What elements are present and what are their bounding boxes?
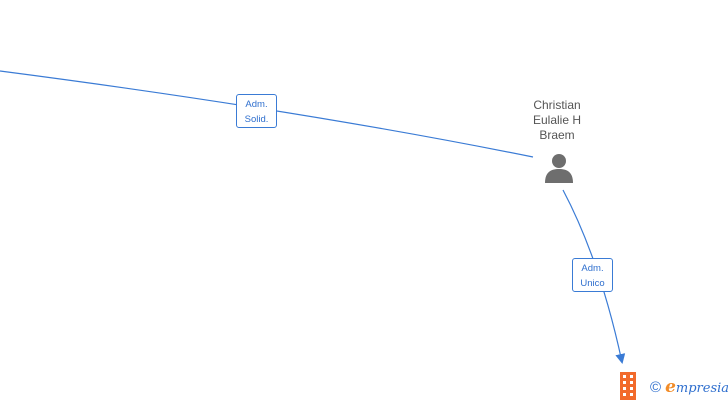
edge-label-line: Unico bbox=[580, 278, 605, 289]
edge-label-line: Adm. bbox=[581, 263, 604, 274]
edge-label-adm-unico[interactable]: Adm. Unico bbox=[572, 258, 613, 292]
person-icon[interactable] bbox=[542, 152, 576, 184]
building-icon[interactable] bbox=[618, 372, 638, 400]
edge-label-line: Solid. bbox=[244, 114, 269, 125]
brand-logo-initial: e bbox=[665, 377, 676, 397]
person-name-line: Braem bbox=[539, 128, 575, 142]
person-name-line: Christian bbox=[533, 98, 581, 112]
edge-label-line: Adm. bbox=[245, 99, 268, 110]
copyright-symbol: © bbox=[650, 379, 662, 396]
brand-logo: © e mpresia bbox=[650, 377, 728, 397]
person-node-name[interactable]: Christian Eulalie H Braem bbox=[516, 98, 598, 143]
person-name-line: Eulalie H bbox=[532, 113, 582, 127]
brand-logo-text: mpresia bbox=[675, 381, 728, 396]
edge-label-adm-solid[interactable]: Adm. Solid. bbox=[236, 94, 277, 128]
edge-adm-solid bbox=[0, 70, 534, 158]
